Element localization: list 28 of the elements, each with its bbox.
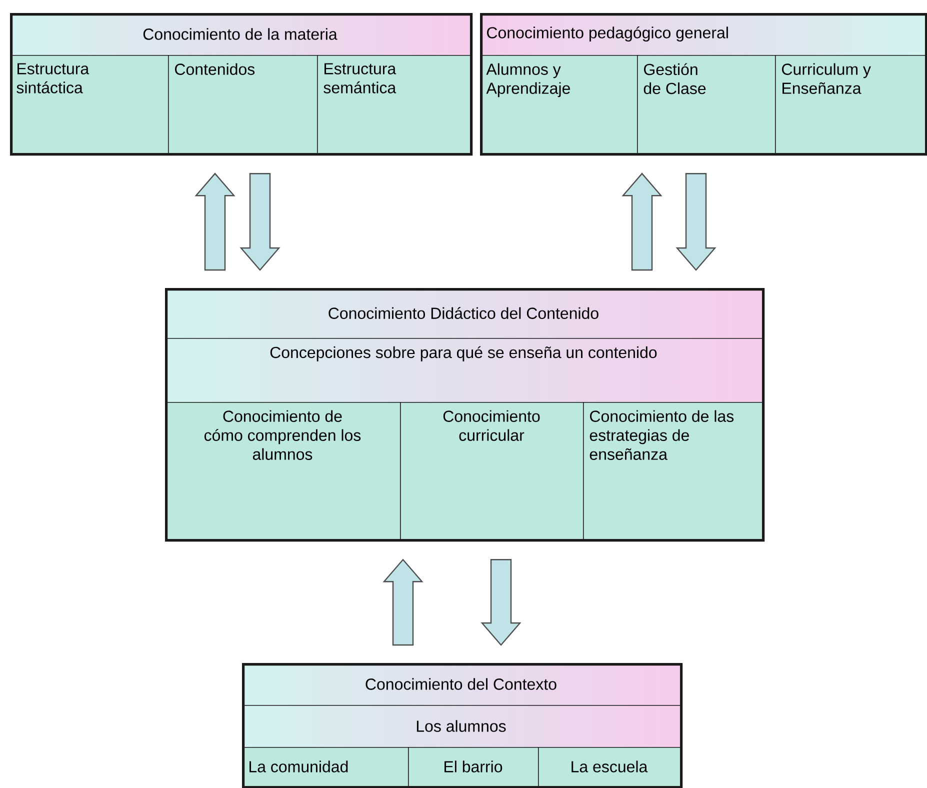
table-cell: La escuela xyxy=(538,747,681,787)
table-header: Concepciones sobre para qué se enseña un contenido xyxy=(165,338,763,403)
table-cell: El barrio xyxy=(408,747,539,787)
block-arrow xyxy=(676,173,716,271)
table-cell: La comunidad xyxy=(242,747,409,787)
block-arrow xyxy=(480,559,522,646)
table-header: Conocimiento Didáctico del Contenido xyxy=(165,288,763,339)
table-header: Los alumnos xyxy=(242,705,681,748)
table-cell: Conocimiento de cómo comprenden los alumnos xyxy=(165,402,401,540)
table-header: Conocimiento de la materia xyxy=(10,13,471,56)
table-frame xyxy=(242,663,683,788)
table-frame xyxy=(480,13,927,156)
table-cell: Conocimiento de las estrategias de enseñanza xyxy=(583,402,763,540)
table-cell: Estructura sintáctica xyxy=(10,55,169,154)
block-arrow xyxy=(194,172,236,271)
table-cell: Contenidos xyxy=(168,55,318,154)
table-cell: Alumnos y Aprendizaje xyxy=(480,55,638,154)
table-frame xyxy=(165,288,765,542)
table-cell: Gestión de Clase xyxy=(637,55,776,154)
block-arrow xyxy=(622,172,662,271)
block-arrow xyxy=(382,558,424,646)
table-header: Conocimiento pedagógico general xyxy=(480,13,926,56)
table-cell: Conocimiento curricular xyxy=(400,402,584,540)
table-header: Conocimiento del Contexto xyxy=(242,663,681,706)
table-cell: Estructura semántica xyxy=(317,55,471,154)
table-frame xyxy=(10,13,473,156)
table-cell: Curriculum y Enseñanza xyxy=(775,55,926,154)
block-arrow xyxy=(240,173,280,271)
